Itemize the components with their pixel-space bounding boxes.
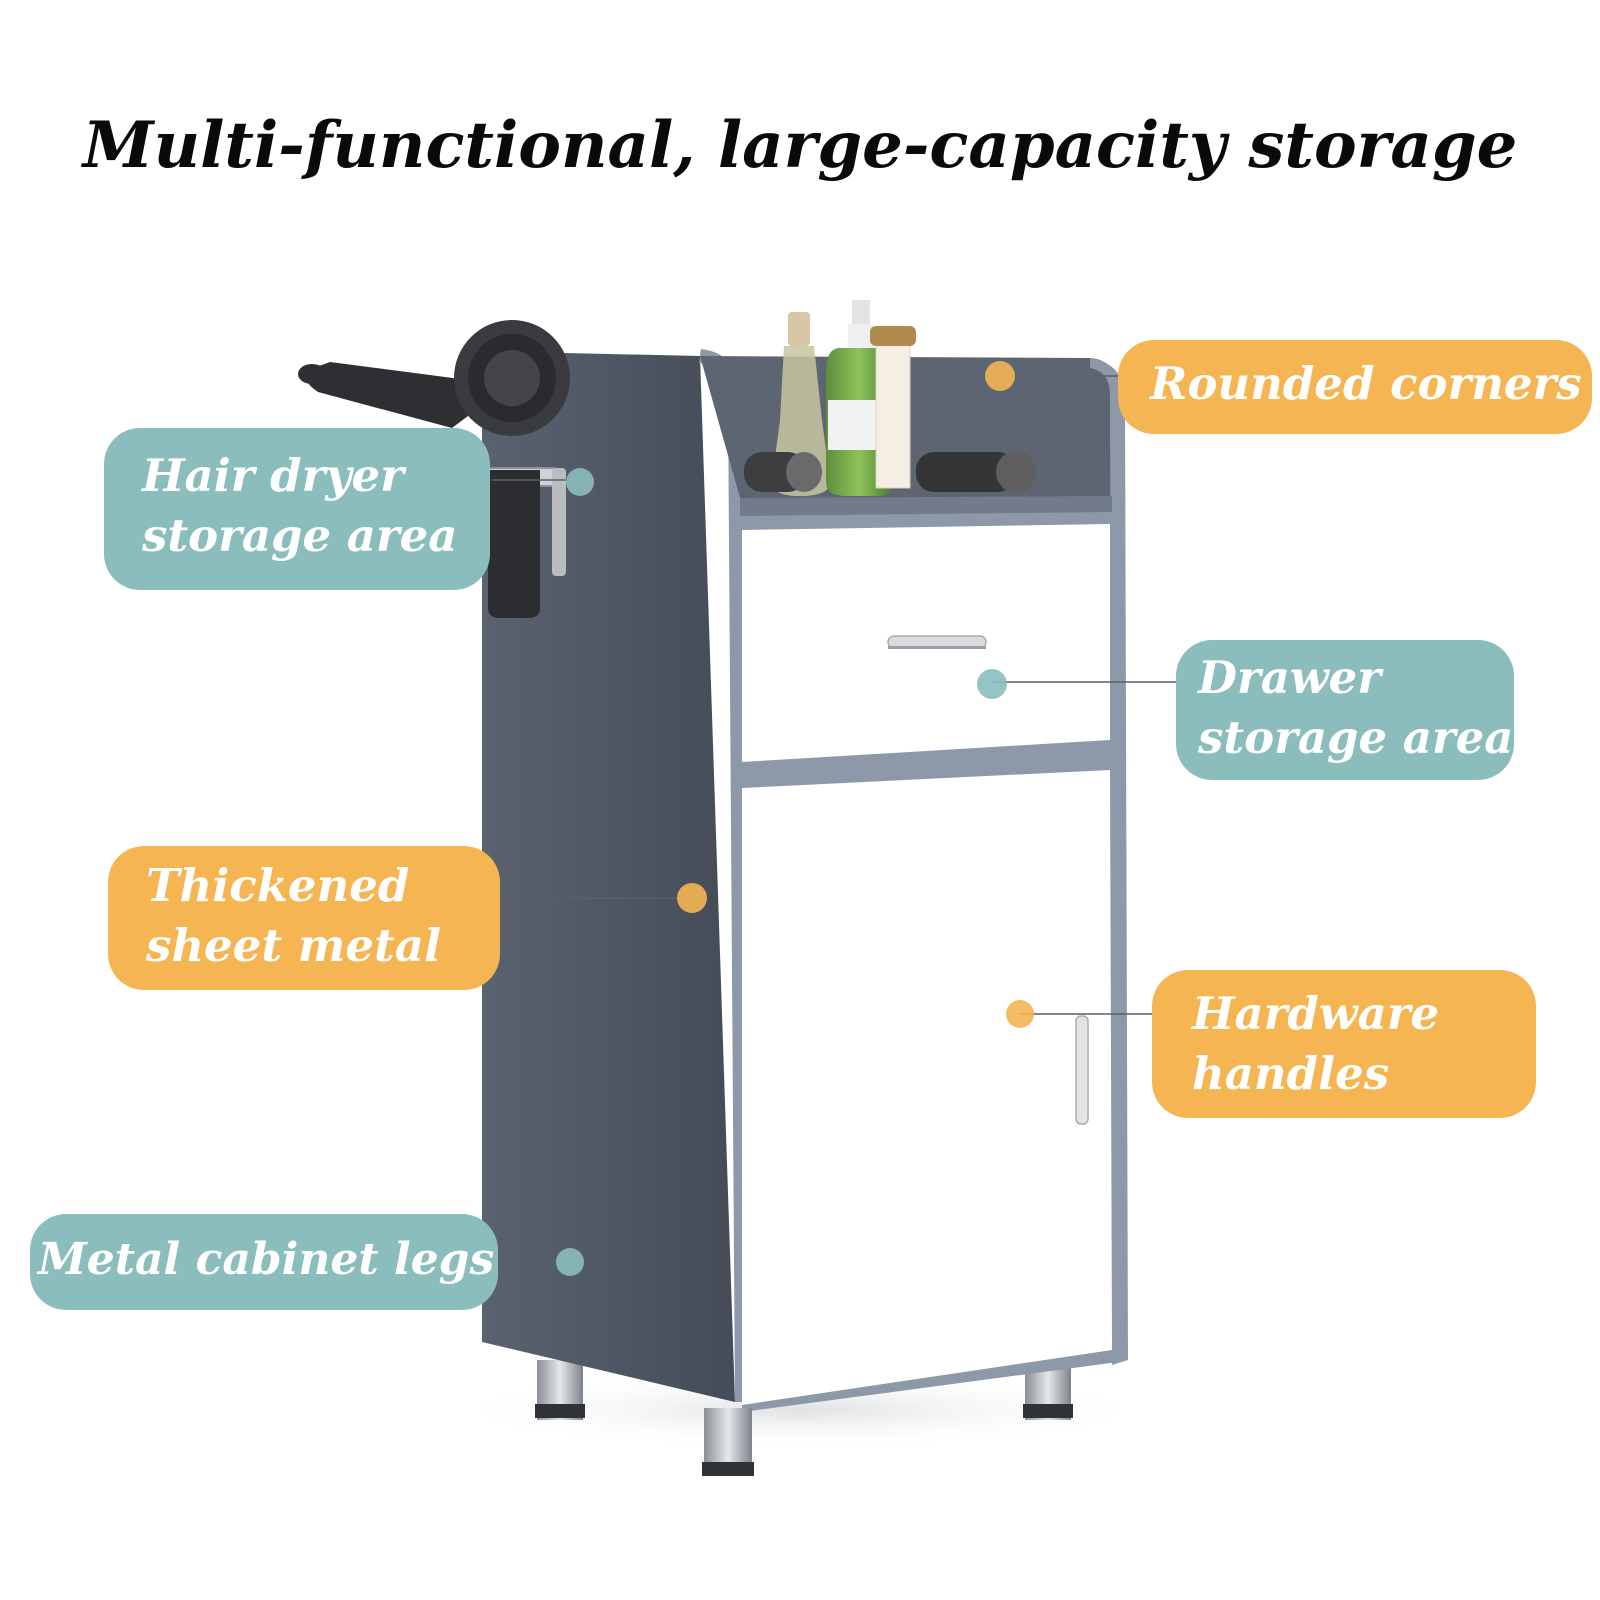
callout-rounded-corners: Rounded corners (1118, 340, 1592, 434)
callout-hair-dryer-line2: storage area (142, 509, 458, 562)
callout-legs-label: Metal cabinet legs (38, 1234, 495, 1285)
marker-dot-hardware (1006, 1000, 1034, 1028)
cabinet-side-panel (482, 351, 735, 1402)
page-title: Multi-functional, large-capacity storage (82, 108, 1518, 183)
marker-dot-hair-dryer (566, 468, 594, 496)
shelf-items (744, 300, 1036, 496)
callout-hair-dryer-line1: Hair dryer (142, 449, 404, 502)
callout-thickened-line2: sheet metal (146, 919, 442, 972)
cabinet-leg-back-left (535, 1360, 585, 1420)
callout-drawer-storage: Drawer storage area (1176, 640, 1514, 780)
marker-dot-drawer (977, 669, 1007, 699)
callout-metal-cabinet-legs: Metal cabinet legs (30, 1214, 498, 1310)
callout-drawer-line1: Drawer (1198, 651, 1381, 704)
cabinet-right-edge (1090, 358, 1128, 1365)
callout-thickened-sheet-metal: Thickened sheet metal (108, 846, 500, 990)
callout-hardware-handles: Hardware handles (1152, 970, 1536, 1118)
cabinet-door (742, 770, 1112, 1405)
callout-hardware-line2: handles (1192, 1047, 1390, 1100)
cabinet-leg-front-left (702, 1408, 754, 1476)
hair-dryer (298, 320, 570, 618)
callout-drawer-line2: storage area (1198, 711, 1514, 764)
callout-rounded-corners-label: Rounded corners (1150, 357, 1582, 410)
callout-hardware-line1: Hardware (1192, 987, 1440, 1040)
floor-shadow (440, 1370, 1160, 1450)
cabinet-leg-back-right (1023, 1362, 1073, 1420)
door-handle (1075, 1015, 1089, 1125)
marker-dot-legs (556, 1248, 584, 1276)
drawer-handle (887, 635, 987, 649)
callout-thickened-line1: Thickened (146, 859, 410, 912)
callout-hair-dryer-storage: Hair dryer storage area (104, 428, 490, 590)
marker-dot-rounded-corners (985, 361, 1015, 391)
marker-dot-thickened (677, 883, 707, 913)
